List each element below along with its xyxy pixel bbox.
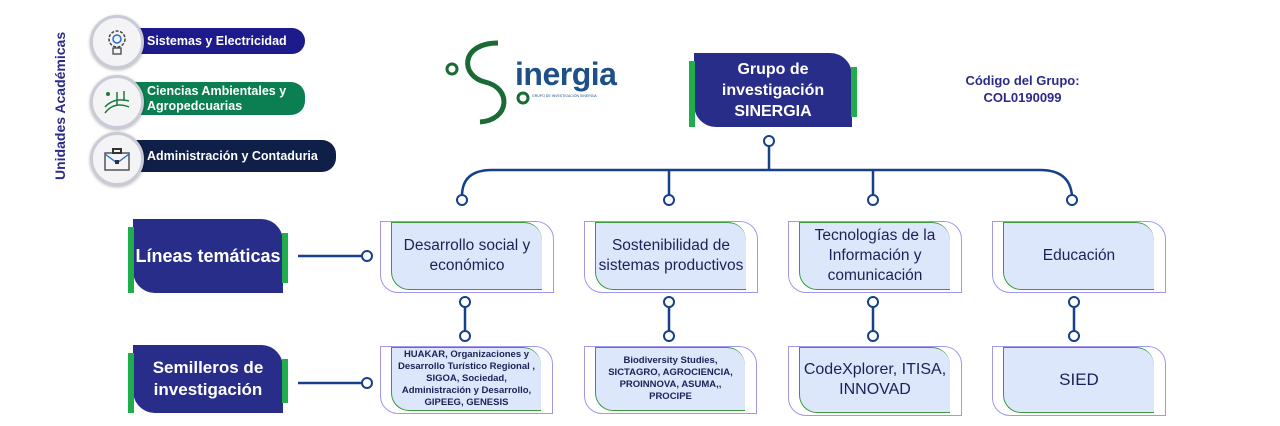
linea-box: Educación: [992, 221, 1166, 293]
semillero-box: SIED: [992, 346, 1166, 416]
sinergia-s-mark-icon: [445, 40, 530, 125]
linea-box: Sostenibilidad de sistemas productivos: [584, 221, 758, 293]
row-label-lines: [298, 254, 362, 385]
vertical-links: [463, 306, 1076, 331]
unit-ciencias-ambientales[interactable]: Ciencias Ambientales y Agropedcuarias: [125, 82, 305, 115]
plant-field-icon: [90, 75, 144, 129]
group-code: Código del Grupo: COL0190099: [940, 72, 1105, 106]
semillero-box: Biodiversity Studies, SICTAGRO, AGROCIEN…: [584, 346, 757, 414]
unit-sistemas-electricidad[interactable]: Sistemas y Electricidad: [125, 28, 305, 54]
unit-administracion-contaduria[interactable]: Administración y Contaduria: [125, 140, 336, 172]
semillero-box: HUAKAR, Organizaciones y Desarrollo Turí…: [380, 346, 553, 414]
group-code-value: COL0190099: [983, 90, 1062, 105]
main-branch-line: [460, 168, 1074, 197]
root-group-box: Grupo de investigación SINERGIA: [689, 53, 857, 127]
logo-tagline: GRUPO DE INVESTIGACIÓN SINERGIA: [532, 94, 597, 98]
linea-box: Desarrollo social y económico: [380, 221, 554, 293]
group-code-label: Código del Grupo:: [965, 73, 1080, 88]
semillero-box: CodeXplorer, ITISA, INNOVAD: [788, 346, 962, 416]
branch-drops: [667, 170, 875, 196]
sinergia-logo: inergia GRUPO DE INVESTIGACIÓN SINERGIA: [440, 38, 620, 128]
gear-bulb-icon: [90, 15, 144, 69]
lineas-tematicas-label: Líneas temáticas: [128, 219, 288, 293]
briefcase-icon: [90, 132, 144, 186]
logo-text: inergia: [515, 56, 617, 92]
semilleros-label: Semilleros de investigación: [128, 345, 288, 413]
linea-box: Tecnologías de la Información y comunica…: [788, 221, 962, 293]
